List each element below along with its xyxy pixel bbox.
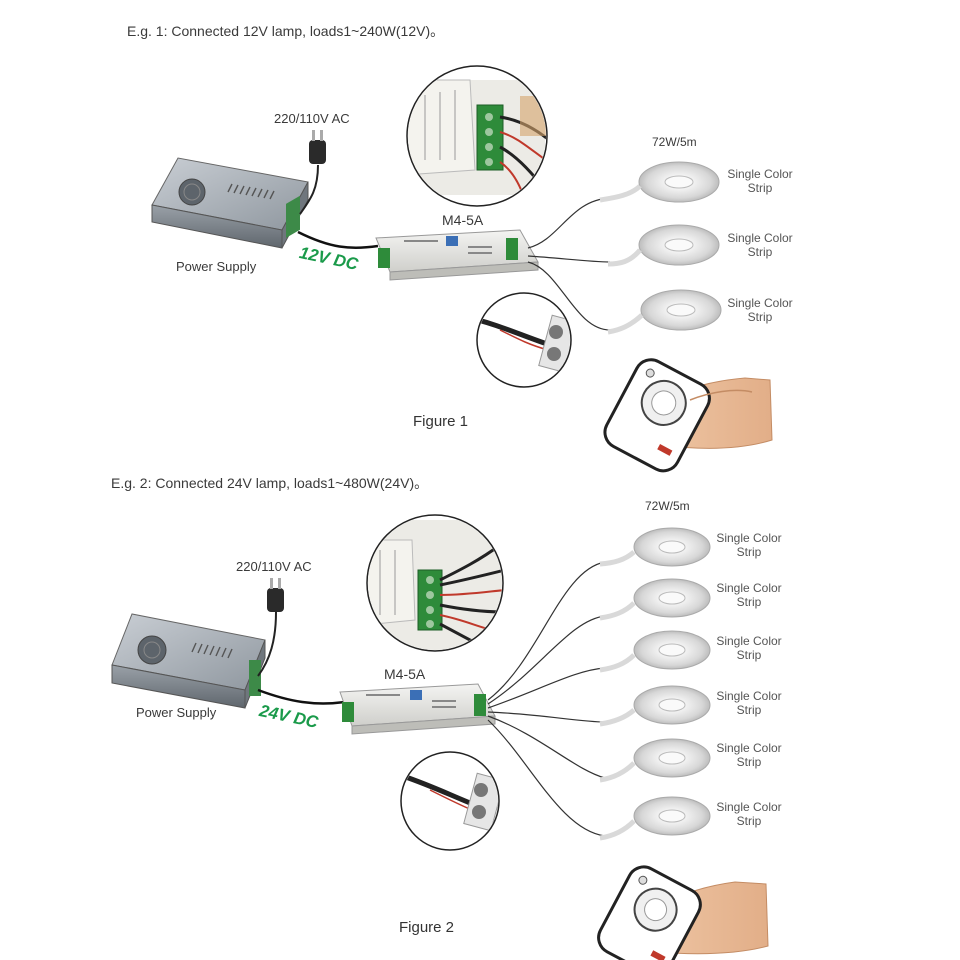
ac-label-2: 220/110V AC (236, 559, 312, 574)
controller-1 (375, 229, 539, 281)
power-supply-1 (151, 157, 309, 249)
strip-label: Single Color Strip (716, 689, 782, 717)
strip-reel (599, 796, 711, 841)
strip-label: Single Color Strip (727, 167, 793, 195)
remote-hand-2 (597, 865, 769, 960)
ac-plug-2 (267, 578, 284, 612)
controller-label-2: M4-5A (384, 666, 426, 682)
power-supply-2 (111, 613, 266, 709)
figure-2-group (111, 514, 769, 960)
strip-reel (599, 161, 720, 203)
figure-1-caption: Figure 1 (413, 413, 469, 430)
figure-2-caption: Figure 2 (399, 919, 455, 936)
strip-label: Single Color Strip (716, 741, 782, 769)
strip-label: Single Color Strip (716, 800, 782, 828)
example-2-title: E.g. 2: Connected 24V lamp, loads1~480W(… (111, 475, 429, 491)
watt-label-2: 72W/5m (645, 499, 690, 513)
figure-1-group (151, 65, 773, 473)
strip-reels-1 (599, 161, 722, 335)
power-supply-label-2: Power Supply (136, 705, 217, 720)
terminal-zoom-2 (366, 514, 504, 652)
strip-reel (599, 578, 711, 621)
watt-label-1: 72W/5m (652, 135, 697, 149)
power-supply-label-1: Power Supply (176, 259, 257, 274)
strip-reel (599, 738, 711, 783)
ac-plug-1 (309, 130, 326, 164)
strip-label: Single Color Strip (716, 634, 782, 662)
strip-reel (599, 630, 711, 673)
strip-label: Single Color Strip (716, 581, 782, 609)
strip-reel (599, 527, 711, 567)
remote-hand-1 (603, 358, 773, 473)
connector-zoom-2 (400, 751, 500, 851)
strip-label: Single Color Strip (727, 296, 793, 324)
strip-label: Single Color Strip (716, 531, 782, 559)
controller-2 (339, 683, 496, 735)
strip-reel (607, 289, 722, 335)
connector-zoom-1 (476, 292, 572, 388)
strip-label: Single Color Strip (727, 231, 793, 259)
strip-reel (599, 685, 711, 727)
example-1-title: E.g. 1: Connected 12V lamp, loads1~240W(… (127, 23, 445, 39)
strip-reel (607, 224, 720, 267)
ac-label-1: 220/110V AC (274, 111, 350, 126)
controller-label-1: M4-5A (442, 212, 484, 228)
terminal-zoom-1 (406, 65, 548, 207)
strip-reels-2 (599, 527, 711, 841)
